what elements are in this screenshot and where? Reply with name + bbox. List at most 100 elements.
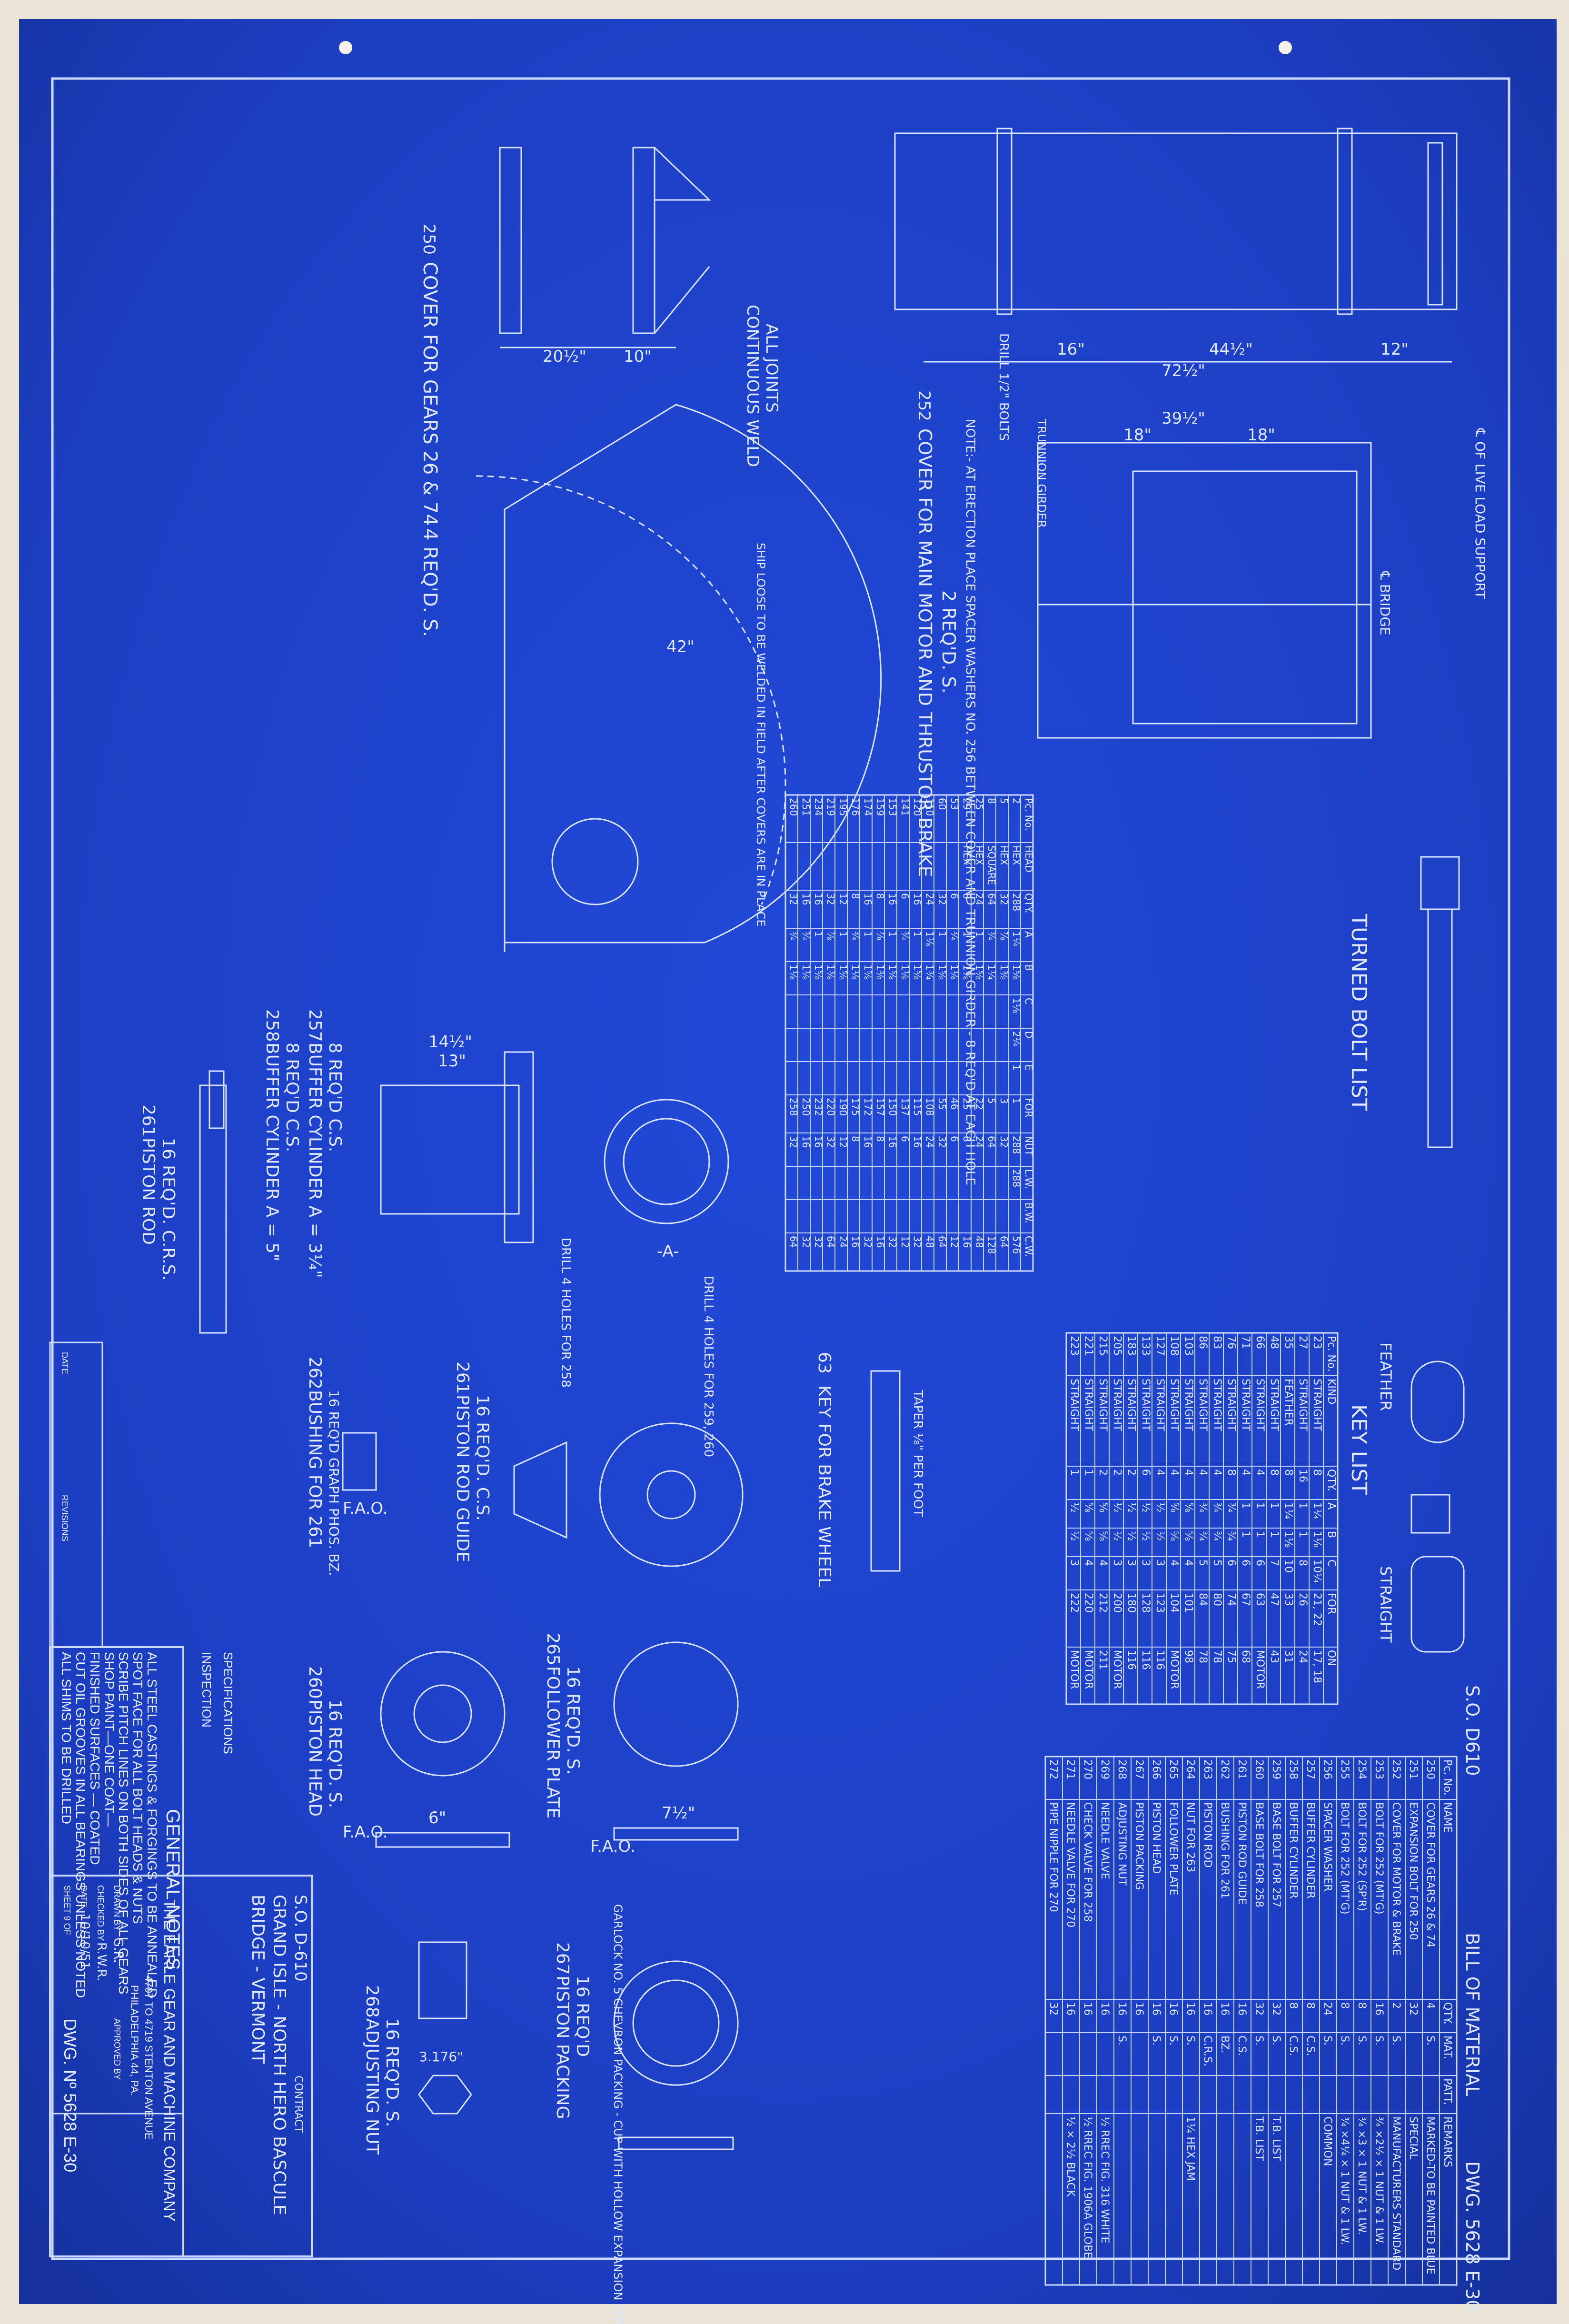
key-list-frame [1065,1332,1339,1705]
piston-rod-thread [209,1070,225,1129]
key-list-cell: 4 [1211,1469,1223,1476]
adjusting-nut-num: 268 [362,1985,382,2018]
bom-cell: 16 [1373,2002,1385,2016]
bolt-list-cell: 32 [862,1236,874,1248]
key-list-cell: 3 [1068,1559,1080,1566]
cover-gears-reqd: 4 REQ'D. S. [419,528,441,637]
dim-18a: 18" [1123,426,1152,445]
bolt-list-cell: 1⅛ [800,964,812,980]
bom-cell: 267 [1133,1759,1145,1779]
fao-label-2: F.A.O. [343,1823,388,1842]
key-list-cell: ⅝ [1168,1502,1180,1512]
bolt-list-cell: 32 [936,1136,948,1148]
key-list-cell: 3 [1140,1559,1152,1566]
key-list-cell: ½ [1111,1531,1123,1541]
bolt-list-cell: 6 [949,1136,960,1142]
bolt-list-cell: 175 [850,1098,861,1116]
bolt-list-cell: 232 [813,1098,824,1116]
bom-cell: BUFFER CYLINDER [1304,1802,1316,1898]
key-list-cell: ½ [1154,1502,1166,1512]
bolt-list-cell: 32 [788,1136,799,1148]
dim-6: 6" [428,1808,446,1827]
dim-10: 10" [624,347,652,366]
company-address: 4707 TO 4719 STENTON AVENUE [143,1976,155,2139]
key-list-header-cell: C [1325,1559,1337,1567]
bolt-list-cell: 1⅛ [788,964,799,980]
key-list-cell: 2 [1111,1469,1123,1476]
bolt-list-cell: 64 [986,1136,997,1148]
bom-cell: 261 [1236,1759,1248,1779]
bolt-list-cell: 24 [924,1136,935,1148]
key-list-cell: 116 [1140,1650,1152,1670]
bolt-list-cell: 157 [874,1098,886,1116]
key-list-cell: 220 [1082,1593,1094,1613]
key-list-cell: 1 [1297,1531,1309,1538]
bolt-list-cell: ¾ [899,931,911,940]
key-list-cell: STRAIGHT [1311,1379,1323,1431]
dim-42: 42" [666,637,695,656]
bolt-list-cell: 16 [887,893,898,905]
key-list-cell: 222 [1068,1593,1080,1613]
company-name: THE EARLE GEAR AND MACHINE COMPANY [161,1899,178,2222]
drawn-by-label: DRAWN BY [112,1885,122,1931]
bom-cell: 254 [1356,1759,1368,1779]
bom-cell: 8 [1304,2002,1316,2009]
general-note-line: CUT OIL GROOVES IN ALL BEARINGS UNLESS N… [73,1652,88,1998]
bom-cell: 271 [1064,1759,1076,1779]
bom-title: BILL OF MATERIAL [1462,1933,1483,2096]
bolt-list-header-cell: L.W. [1023,1169,1034,1189]
bom-cell: S. [1184,2036,1196,2046]
key-list-cell: 66 [1254,1336,1266,1349]
bolt-list-cell: 1⅝ [887,964,898,980]
key-list-cell: 1 [1082,1469,1094,1476]
key-list-cell: 35 [1282,1336,1294,1349]
bom-cell: 1¼ HEX JAM [1184,2116,1196,2181]
bolt-list-cell: 25 [961,1098,973,1110]
dim-44-half: 44½" [1209,340,1253,359]
bolt-list-cell: 1⅝ [862,964,874,980]
bolt-list-cell: 8 [986,798,997,804]
piston-packing-num: 267 [553,1942,572,1975]
buffer-cylinder-num: 257 [305,1009,325,1042]
key-list-cell: ½ [1068,1502,1080,1512]
cl-live-load-label: ℄ OF LIVE LOAD SUPPORT [1472,428,1488,599]
bom-cell: ¾ ×2½ × 1 NUT & 1 LW. [1373,2116,1385,2245]
bolt-list-cell: 1⅝ [936,964,948,980]
bolt-list-header-cell: C [1023,998,1034,1004]
turned-bolt-list-table: Pc. No.HEADQTY.ABCDEFORNUTL.W.B.W.C.W.2H… [784,794,1034,1272]
bom-cell: COMMON [1321,2116,1333,2166]
key-list-cell: STRAIGHT [1111,1379,1123,1431]
adjusting-nut-sketch [418,1941,467,2019]
bolt-list-cell: 46 [949,1098,960,1110]
bom-cell: S. [1339,2036,1351,2046]
key-list-header-cell: A [1325,1502,1337,1510]
key-brake-wheel-num: 63 [814,1352,834,1374]
bolt-list-cell: 1¼ [1011,931,1022,946]
buffer-cylinder-reqd: 8 REQ'D C.S. [325,1043,345,1152]
key-list-cell: ½ [1068,1531,1080,1541]
key-list-cell: 180 [1125,1593,1137,1613]
motor-cover-flange-mid [1337,128,1353,315]
bolt-list-cell: 64 [986,893,997,905]
bolt-list-cell: ¾ [986,931,997,940]
key-list-cell: STRAIGHT [1154,1379,1166,1431]
key-list-cell: 2 [1125,1469,1137,1476]
bolt-list-cell: 32 [998,893,1010,905]
key-list-cell: ⅝ [1182,1502,1194,1512]
key-list-cell: 33 [1282,1593,1294,1606]
dim-72-half: 72½" [1162,361,1205,380]
key-list-cell: 128 [1140,1593,1152,1613]
key-list-cell: 17, 18 [1311,1650,1323,1683]
bolt-list-cell: 288 [1011,893,1022,911]
motor-cover-flange-right [1427,142,1443,306]
bom-cell: ½ × 2½ BLACK [1064,2116,1076,2197]
guide-plan-outer [599,1422,744,1567]
bom-cell: BOLT FOR 252 (SP'R) [1356,1802,1368,1911]
key-list-cell: 78 [1211,1650,1223,1663]
bom-cell: NUT FOR 263 [1184,1802,1196,1872]
bom-cell: 32 [1047,2002,1059,2016]
bolt-list-cell: 8 [850,1136,861,1142]
bolt-list-header-cell: C.W. [1023,1236,1034,1257]
bolt-list-cell: ¾ [788,931,799,940]
